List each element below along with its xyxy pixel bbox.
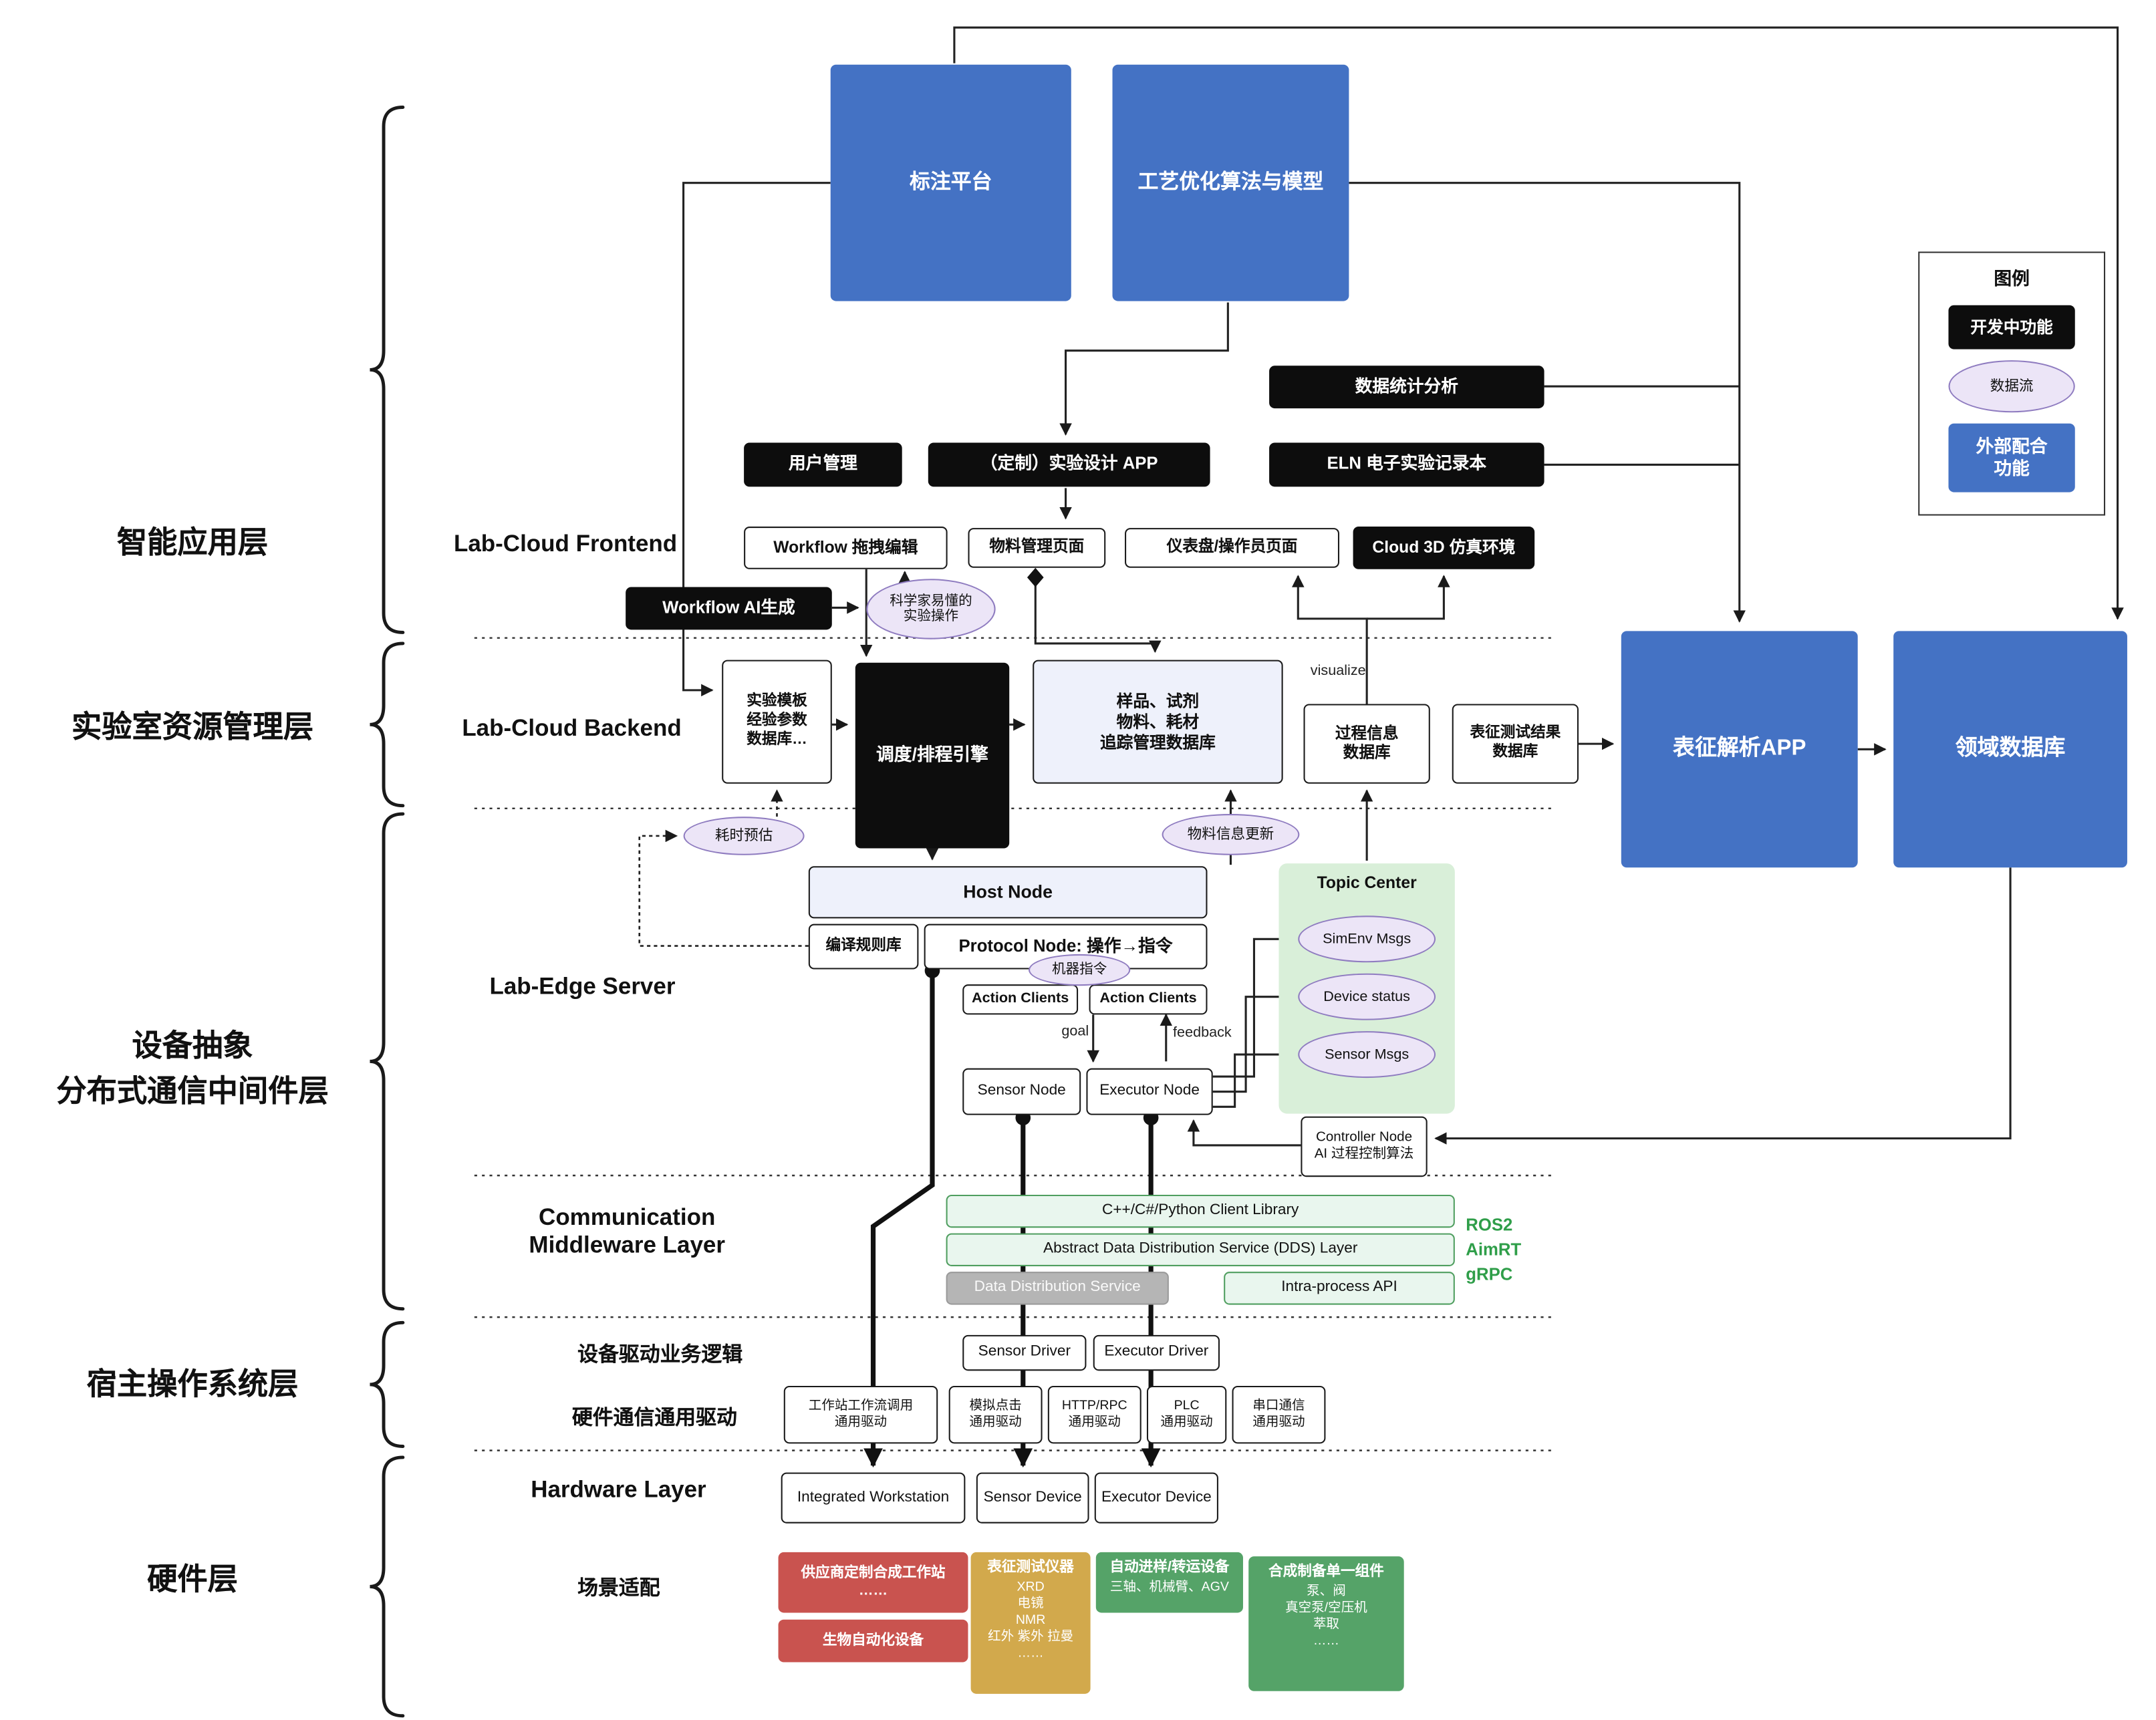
vendor-workstation-node: 供应商定制合成工作站 …… <box>778 1552 968 1613</box>
cloud3d-node: Cloud 3D 仿真环境 <box>1353 527 1535 569</box>
legend-dev-item: 开发中功能 <box>1948 305 2075 349</box>
device-status-flow: Device status <box>1298 973 1436 1020</box>
transfer-device-title: 自动进样/转运设备 <box>1109 1559 1230 1576</box>
workflow-ai-node: Workflow AI生成 <box>626 587 832 630</box>
layer-label-host-os: 宿主操作系统层 <box>86 1367 299 1401</box>
edge-section-label: Lab-Edge Server <box>489 973 676 1000</box>
transfer-device-items: 三轴、机械臂、AGV <box>1109 1580 1229 1595</box>
dds-bar: Data Distribution Service <box>946 1272 1169 1305</box>
hardware-section-label: Hardware Layer <box>531 1476 706 1503</box>
char-instruments-title: 表征测试仪器 <box>987 1559 1074 1576</box>
simenv-msgs-flow: SimEnv Msgs <box>1298 915 1436 963</box>
drv-plc-node: PLC 通用驱动 <box>1146 1385 1227 1444</box>
drv-http-node: HTTP/RPC 通用驱动 <box>1047 1385 1141 1444</box>
drv-click-node: 模拟点击 通用驱动 <box>948 1385 1043 1444</box>
sensor-node: Sensor Node <box>962 1068 1081 1115</box>
component-node: 合成制备单一组件 泵、阀 真空泵/空压机 萃取 …… <box>1248 1556 1404 1691</box>
legend-dataflow-item: 数据流 <box>1948 360 2075 413</box>
exp-design-app-node: （定制）实验设计 APP <box>928 442 1210 487</box>
tracking-db-node: 样品、试剂 物料、耗材 追踪管理数据库 <box>1033 660 1283 784</box>
layer-label-lab-resource: 实验室资源管理层 <box>71 709 314 744</box>
layer-label-device-middleware: 设备抽象 分布式通信中间件层 <box>56 1028 329 1109</box>
executor-driver-node: Executor Driver <box>1093 1334 1220 1371</box>
layer-label-app: 智能应用层 <box>116 525 269 560</box>
middleware-section-label: Communication Middleware Layer <box>529 1204 725 1258</box>
legend-external-item: 外部配合 功能 <box>1948 423 2075 492</box>
workflow-edit-node: Workflow 拖拽编辑 <box>744 527 948 569</box>
time-estimate-flow: 耗时预估 <box>683 817 805 855</box>
sensor-driver-node: Sensor Driver <box>962 1334 1087 1371</box>
component-items: 泵、阀 真空泵/空压机 萃取 …… <box>1285 1584 1367 1649</box>
char-instruments-items: XRD 电镜 NMR 红外 紫外 拉曼 …… <box>988 1580 1074 1661</box>
layer-label-hardware: 硬件层 <box>147 1562 238 1596</box>
action-clients-1: Action Clients <box>962 984 1079 1015</box>
executor-device-node: Executor Device <box>1094 1472 1218 1524</box>
intra-api-bar: Intra-process API <box>1224 1272 1455 1305</box>
material-page-node: 物料管理页面 <box>968 528 1106 568</box>
bio-automation-node: 生物自动化设备 <box>778 1619 968 1663</box>
drv-workstation-node: 工作站工作流调用 通用驱动 <box>783 1385 938 1444</box>
machine-cmd-flow: 机器指令 <box>1029 954 1131 986</box>
process-db-node: 过程信息 数据库 <box>1303 704 1430 784</box>
backend-section-label: Lab-Cloud Backend <box>462 714 682 741</box>
action-clients-2: Action Clients <box>1089 984 1208 1015</box>
dds-layer-bar: Abstract Data Distribution Service (DDS)… <box>946 1233 1455 1266</box>
client-library-bar: C++/C#/Python Client Library <box>946 1194 1455 1228</box>
legend-title: 图例 <box>1994 268 2030 289</box>
goal-label: goal <box>1061 1022 1089 1040</box>
component-title: 合成制备单一组件 <box>1268 1563 1384 1580</box>
char-analysis-app-node: 表征解析APP <box>1621 631 1858 868</box>
domain-db-node: 领域数据库 <box>1893 631 2127 868</box>
sci-ops-flow: 科学家易懂的 实验操作 <box>866 579 996 639</box>
char-result-db-node: 表征测试结果 数据库 <box>1452 704 1579 784</box>
user-mgmt-node: 用户管理 <box>744 442 902 487</box>
middleware-stack-label: ROS2 AimRT gRPC <box>1466 1215 1522 1285</box>
template-db-node: 实验模板 经验参数 数据库… <box>722 660 832 784</box>
rule-lib-node: 编译规则库 <box>808 923 919 970</box>
dashboard-node: 仪表盘/操作员页面 <box>1125 528 1340 568</box>
feedback-label: feedback <box>1173 1024 1232 1041</box>
dotted-connectors <box>638 789 809 947</box>
frontend-section-label: Lab-Cloud Frontend <box>453 531 678 557</box>
driver-logic-label: 设备驱动业务逻辑 <box>577 1343 743 1367</box>
integrated-workstation-node: Integrated Workstation <box>781 1472 966 1524</box>
scene-adapt-label: 场景适配 <box>577 1576 660 1600</box>
drv-serial-node: 串口通信 通用驱动 <box>1232 1385 1326 1444</box>
controller-node: Controller Node AI 过程控制算法 <box>1301 1116 1428 1177</box>
transfer-device-node: 自动进样/转运设备 三轴、机械臂、AGV <box>1095 1552 1243 1613</box>
material-update-flow: 物料信息更新 <box>1162 814 1300 855</box>
eln-node: ELN 电子实验记录本 <box>1269 442 1544 487</box>
scheduler-engine-node: 调度/排程引擎 <box>855 662 1010 849</box>
layer-braces <box>370 106 405 1718</box>
char-instruments-node: 表征测试仪器 XRD 电镜 NMR 红外 紫外 拉曼 …… <box>970 1552 1091 1694</box>
hw-driver-label: 硬件通信通用驱动 <box>571 1406 737 1430</box>
visualize-label: visualize <box>1310 662 1366 680</box>
host-node: Host Node <box>808 866 1208 919</box>
sensor-device-node: Sensor Device <box>976 1472 1089 1524</box>
process-optimization-node: 工艺优化算法与模型 <box>1112 64 1349 301</box>
data-stats-node: 数据统计分析 <box>1269 366 1544 409</box>
executor-node: Executor Node <box>1086 1068 1213 1115</box>
sensor-msgs-flow: Sensor Msgs <box>1298 1031 1436 1079</box>
topic-center-title: Topic Center <box>1317 873 1417 893</box>
thin-connectors <box>682 26 2124 1147</box>
annotation-platform-node: 标注平台 <box>830 64 1071 301</box>
layer-separators <box>474 637 1551 1451</box>
